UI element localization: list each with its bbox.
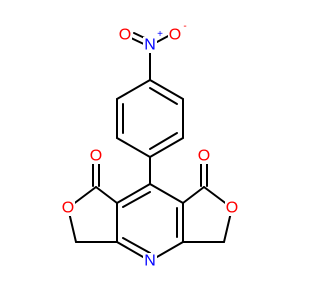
atom-carbonyl-o-right: O — [197, 148, 211, 165]
bond-right-lactone-1 — [182, 186, 205, 204]
atom-symbol: O — [226, 200, 238, 217]
atom-symbol: O — [198, 148, 210, 165]
molecule-structure-diagram: O N + O - O O O O — [61, 21, 239, 270]
atom-symbol: N — [144, 37, 156, 54]
molecule-canvas: O N + O - O O O O — [61, 21, 239, 270]
atom-symbol: O — [169, 27, 181, 44]
atom-symbol: O — [119, 27, 131, 44]
atom-ring-o-right: O — [225, 200, 239, 217]
atom-carbonyl-o-left: O — [89, 148, 103, 165]
atom-charge: + — [157, 29, 163, 40]
bond-pyridine-1 — [116, 183, 151, 204]
atom-symbol: O — [62, 200, 74, 217]
bond-pyridine-inner-2 — [122, 237, 151, 254]
bond-phenyl-4 — [116, 137, 151, 158]
bond-phenyl-1 — [149, 79, 184, 100]
atom-ring-o-left: O — [61, 200, 75, 217]
bond-layer — [67, 32, 233, 262]
bond-pyridine-6 — [149, 183, 184, 204]
bond-phenyl-inner-2 — [149, 132, 178, 150]
atom-nitro-n: N + — [143, 29, 163, 54]
atom-nitro-o-left: O — [118, 27, 132, 44]
atom-nitro-o-right: O - — [168, 21, 187, 44]
bond-phenyl-6 — [116, 79, 151, 100]
bond-pyridine-inner-1 — [122, 191, 151, 208]
atom-label-layer: O N + O - O O O O — [61, 21, 239, 270]
bond-phenyl-3 — [149, 137, 184, 158]
atom-pyridine-n: N — [143, 253, 157, 270]
atom-symbol: O — [90, 148, 102, 165]
bond-left-lactone-1 — [95, 186, 118, 204]
atom-charge: - — [183, 21, 186, 32]
bond-phenyl-inner-1 — [149, 87, 178, 105]
atom-symbol: N — [144, 253, 156, 270]
